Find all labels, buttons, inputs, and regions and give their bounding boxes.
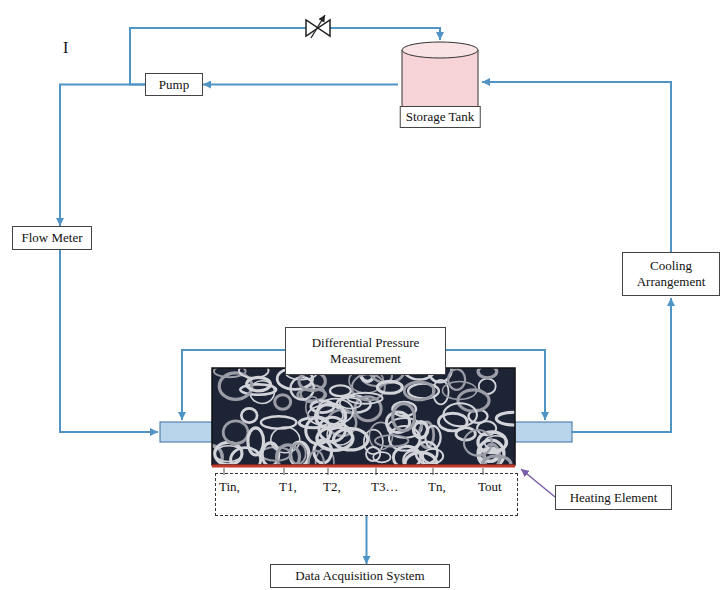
sensor-label: T2, [323,479,341,495]
foam-cell [316,404,346,429]
outlet-plenum [515,422,572,442]
box-label: Differential Pressure Measurement [292,335,439,366]
foam-cell [241,408,257,422]
outlet-pipe [572,298,671,432]
pipe-connector [203,84,398,86]
foam-border [212,368,515,465]
pipe-connector [482,82,671,252]
box-label: Flow Meter [21,230,82,246]
sensor-label: Tin, [219,479,240,495]
foam-cell [223,421,248,444]
foam-cell [377,381,402,393]
foam-cell [248,428,264,455]
foam-cell [496,412,515,425]
stray-mark: I [63,40,68,56]
pump-box: Pump [145,73,203,96]
box-label: Storage Tank [400,106,481,128]
foam-cell [366,447,380,461]
foam-cell [448,369,465,390]
pipe-connector [60,85,145,227]
foam-cell [308,451,324,465]
foam-cell [482,456,511,465]
heater-label: Heating Element [555,485,672,510]
valve-symbol [306,15,330,38]
foam-cell [277,445,300,465]
foam-cell [261,416,296,428]
foam-cell [404,382,434,400]
box-label: Heating Element [570,490,658,506]
foam-cell [247,377,271,390]
foam-cell [340,398,362,409]
storage-tank: Storage Tank [398,40,482,128]
foam-cell [375,435,408,446]
box-label: Cooling Arrangement [629,258,713,289]
heater-pointer [521,469,555,497]
foam-cell [352,374,385,400]
inlet-pipe [60,250,158,432]
foam-cell [317,399,353,424]
foam-cell [215,442,242,464]
sensor-label: T1, [279,479,297,495]
tank-lid [402,42,478,58]
pipe-connector [366,516,368,564]
inlet-plenum [160,422,212,442]
foam-cell [464,430,492,456]
sensor-group: Tin, T1, T2, T3… Tn, Tout [215,473,518,516]
metal-foam [212,368,515,465]
box-label: Pump [159,77,189,93]
foam-cell [330,385,351,396]
foam-cell [443,403,476,426]
foam-cell [416,442,438,464]
foam-cell [239,368,269,378]
foam-cell [393,404,415,431]
sensor-label: T3… [371,479,398,495]
box-label: Data Acquisition System [295,568,424,584]
flow-meter-box: Flow Meter [12,226,92,250]
pressure-box: Differential Pressure Measurement [285,327,446,375]
sensor-label: Tout [478,479,502,495]
foam-cell [478,368,497,378]
daq-box: Data Acquisition System [270,564,450,588]
sensor-label: Tn, [428,479,446,495]
heater-strip [212,465,515,468]
foam-cell [275,395,291,410]
cooler-box: Cooling Arrangement [622,252,720,296]
